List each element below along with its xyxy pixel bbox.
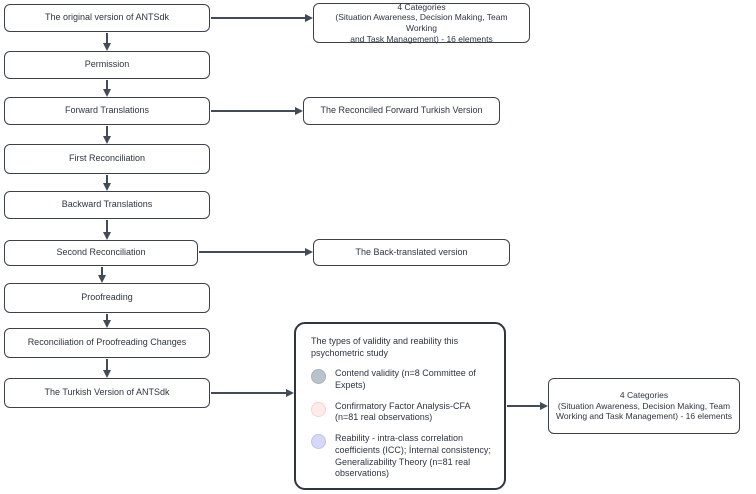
flow-step-label: Permission [84, 59, 130, 70]
flow-step-label: Forward Translations [64, 105, 150, 116]
output-box-back-translated: The Back-translated version [313, 239, 510, 266]
categories-top-line: and Task Management) - 16 elements [350, 33, 493, 44]
arrow-right-to-validity-panel [211, 388, 294, 397]
flow-step-label: The Turkish Version of ANTSdk [44, 387, 170, 398]
categories-bottom-line: Working and Task Management) - 16 elemen… [556, 411, 732, 422]
validity-item-cfa: Confirmatory Factor Analysis-CFA (n=81 r… [311, 401, 492, 424]
bullet-dot-icon [311, 369, 326, 385]
flow-step-label: First Reconciliation [68, 153, 146, 164]
validity-item-label: Confirmatory Factor Analysis-CFA (n=81 r… [335, 400, 471, 423]
categories-bottom-line: 4 Categories [619, 390, 669, 401]
validity-item-label: Reability - intra-class correlation coef… [335, 433, 491, 479]
arrow-down-3 [102, 126, 111, 144]
arrow-down-8 [102, 359, 111, 378]
validity-item-content-validity: Contend validity (n=8 Committee of Expet… [311, 368, 492, 391]
arrow-down-7 [102, 314, 111, 328]
arrow-down-5 [102, 220, 111, 240]
arrow-down-4 [102, 175, 111, 191]
arrow-down-2 [102, 80, 111, 97]
categories-top-line: (Situation Awareness, Decision Making, T… [335, 12, 508, 33]
output-box-categories-bottom: 4 Categories (Situation Awareness, Decis… [548, 378, 740, 434]
flow-step-original-version: The original version of ANTSdk [4, 4, 210, 32]
validity-panel-title: The types of validity and reability this… [311, 336, 459, 358]
validity-item-label: Contend validity (n=8 Committee of Expet… [335, 368, 476, 391]
output-label: The Reconciled Forward Turkish Version [320, 105, 483, 116]
output-box-categories-top: 4 Categories (Situation Awareness, Decis… [313, 1, 530, 44]
flow-step-label: Second Reconciliation [56, 247, 146, 258]
categories-bottom-line: (Situation Awareness, Decision Making, T… [557, 400, 731, 411]
arrow-right-to-categories-top [211, 13, 313, 22]
output-box-reconciled-forward: The Reconciled Forward Turkish Version [303, 97, 500, 125]
bullet-dot-icon [311, 434, 326, 450]
flow-step-permission: Permission [4, 51, 210, 79]
validity-panel: The types of validity and reability this… [294, 322, 506, 490]
flow-step-reconciliation-proofreading: Reconciliation of Proofreading Changes [4, 328, 210, 358]
arrow-down-1 [102, 33, 111, 51]
flow-step-first-reconciliation: First Reconciliation [4, 144, 210, 174]
flow-step-second-reconciliation: Second Reconciliation [4, 240, 198, 266]
flow-step-label: Proofreading [81, 292, 133, 303]
flow-step-proofreading: Proofreading [4, 283, 210, 313]
validity-item-reliability: Reability - intra-class correlation coef… [311, 433, 492, 480]
categories-top-line: 4 Categories [397, 1, 446, 12]
bullet-dot-icon [311, 401, 326, 417]
arrow-right-to-back-translated [199, 247, 313, 256]
flow-step-turkish-version: The Turkish Version of ANTSdk [4, 378, 210, 408]
flow-step-label: Backward Translations [61, 199, 153, 210]
flow-step-label: The original version of ANTSdk [44, 12, 170, 23]
flow-step-backward-translations: Backward Translations [4, 191, 210, 219]
flow-step-label: Reconciliation of Proofreading Changes [27, 337, 187, 348]
output-label: The Back-translated version [355, 246, 468, 257]
arrow-right-to-categories-bottom [507, 401, 548, 410]
flow-step-forward-translations: Forward Translations [4, 97, 210, 125]
arrow-right-to-reconciled-forward [211, 106, 303, 115]
arrow-down-6 [97, 267, 106, 283]
